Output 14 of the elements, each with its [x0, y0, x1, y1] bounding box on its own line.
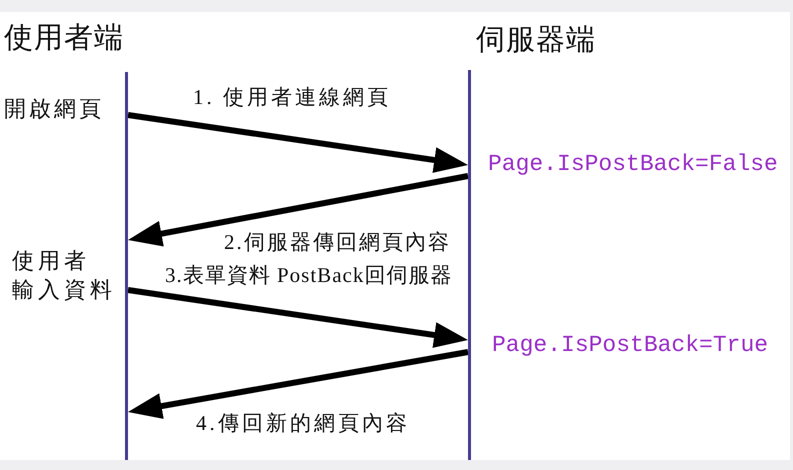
lifeline-heading: 使用者端 [4, 20, 124, 54]
code-text: Page.IsPostBack=True [492, 331, 768, 359]
code-text: Page.IsPostBack=False [488, 150, 778, 178]
lifeline-heading: 伺服器端 [476, 22, 596, 56]
arrow [128, 287, 468, 348]
arrow [127, 349, 469, 419]
edge-label: 3.表單資料 PostBack回伺服器 [165, 262, 452, 289]
annotation-text: 使用者輸入資料 [12, 248, 117, 305]
annotation-text: 開啟網頁 [4, 96, 104, 124]
arrow [127, 173, 469, 246]
arrow [128, 112, 468, 173]
edge-label: 2.伺服器傳回網頁內容 [224, 229, 451, 256]
edge-label: 1. 使用者連線網頁 [193, 84, 391, 111]
edge-label: 4.傳回新的網頁內容 [196, 410, 410, 437]
